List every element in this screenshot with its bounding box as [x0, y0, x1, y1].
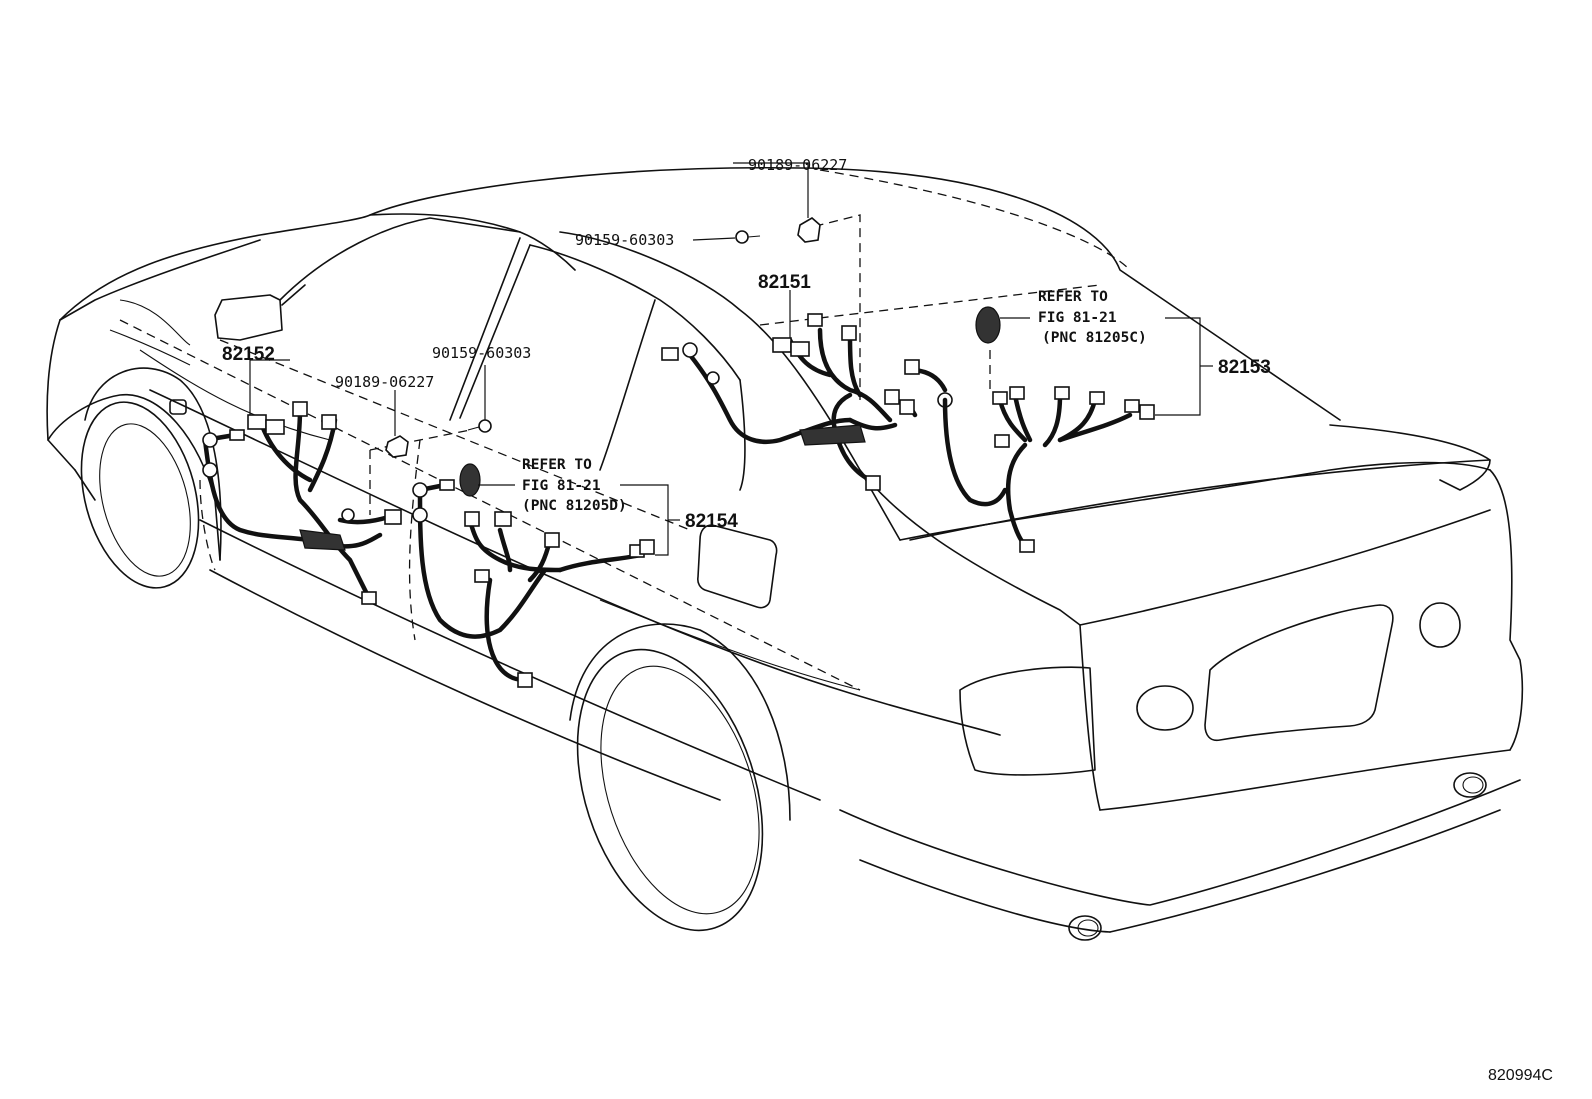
part-label-82151: 82151 [758, 272, 811, 293]
refer-right-line2: FIG 81-21 [1038, 310, 1117, 326]
callout-lines [249, 162, 1213, 556]
part-label-82153: 82153 [1218, 357, 1271, 378]
harness-82153 [942, 306, 1155, 553]
bolt-label-top: 90159-60303 [575, 231, 674, 249]
diagram-id: 820994C [1488, 1067, 1553, 1084]
refer-left-line1: REFER TO [522, 457, 592, 473]
harness-82151 [661, 313, 953, 491]
fasteners [385, 217, 821, 458]
harness-82154 [412, 463, 655, 688]
labels: 90189-06227 90159-60303 82151 82152 9018… [222, 156, 1553, 1084]
harness-82152 [202, 401, 402, 605]
part-label-82152: 82152 [222, 344, 275, 365]
refer-left-line2: FIG 81-21 [522, 478, 601, 494]
clip-label-left: 90189-06227 [335, 373, 434, 391]
refer-right-line1: REFER TO [1038, 289, 1108, 305]
refer-left-line3: (PNC 81205D) [522, 498, 627, 514]
car-body [46, 166, 1524, 941]
bolt-label-left: 90159-60303 [432, 344, 531, 362]
refer-right-line3: (PNC 81205C) [1042, 330, 1147, 346]
part-label-82154: 82154 [685, 511, 738, 532]
clip-label-top: 90189-06227 [748, 156, 847, 174]
